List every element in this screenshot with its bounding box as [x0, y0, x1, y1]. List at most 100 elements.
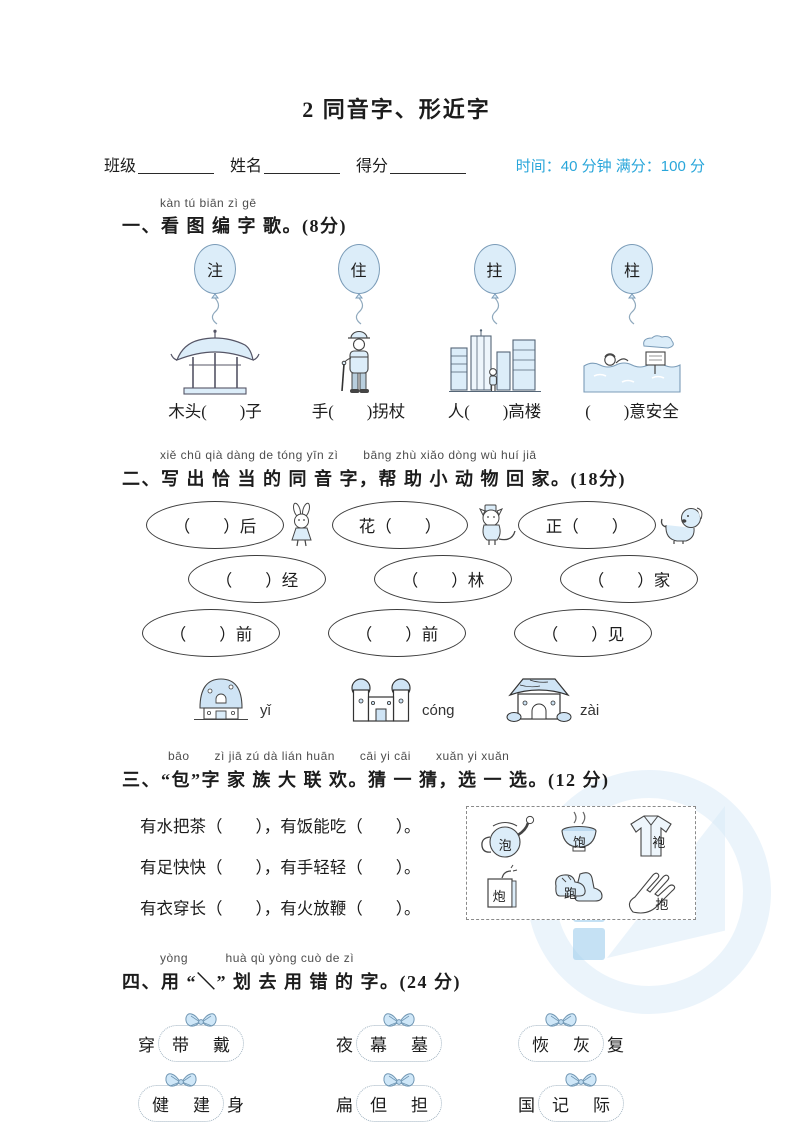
fixed-character: 国 [518, 1095, 535, 1115]
word-oval: 花（ ） [332, 501, 468, 549]
bow-icon [165, 1072, 197, 1087]
balloon: 柱 [611, 244, 653, 326]
fixed-character: 复 [607, 1035, 624, 1055]
choice-pair-oval: 带 戴 [158, 1012, 244, 1062]
section3-pinyin: bāo zì jiā zú dà lián huān cāi yi cāi xu… [168, 749, 510, 763]
word-oval: （ ）前 [328, 609, 466, 657]
bow-icon [383, 1012, 415, 1027]
balloon: 注 [194, 244, 236, 326]
hand-icon: 抱 [623, 864, 685, 916]
word-oval-cell: （ ）前 [328, 609, 514, 657]
word-oval-cell: （ ）经 [188, 555, 374, 603]
section2-row2: （ ）经 （ ）林 （ ）家 [188, 553, 793, 605]
candidate-character: 健 [152, 1095, 169, 1115]
choice-item: 恢 灰 复 [518, 1008, 718, 1062]
choice-item: 国 记 际 [518, 1068, 718, 1122]
choice-character: 跑 [563, 886, 577, 901]
fixed-character: 夜 [336, 1035, 353, 1055]
cat-icon [470, 503, 518, 547]
section1-grid: 注 住 拄 柱 [140, 244, 793, 422]
fixed-character: 身 [227, 1095, 244, 1115]
candidate-character: 担 [411, 1095, 428, 1115]
word-oval: （ ）见 [514, 609, 652, 657]
house-cell: yǐ [190, 671, 348, 725]
castle-icon [348, 673, 414, 725]
riddle-line: 有水把茶（ ），有饭能吃（ ）。 [140, 817, 421, 836]
choice-item: 穿 带 戴 [138, 1008, 336, 1062]
firecracker-icon: 炮 [477, 864, 539, 916]
candidate-character: 记 [552, 1095, 569, 1115]
bow-icon [565, 1072, 597, 1087]
choice-pair-oval: 但 担 [356, 1072, 442, 1122]
candidate-character: 但 [370, 1095, 387, 1115]
section4-heading: 四、用 “＼” 划 去 用 错 的 字。(24 分) [122, 972, 461, 992]
balloon-string-icon [490, 294, 499, 325]
choice-character: 饱 [572, 835, 586, 850]
page-title: 2 同音字、形近字 [302, 97, 491, 122]
choice-item: 健 建 身 [138, 1068, 336, 1122]
steaming-bowl-icon: 饱 [550, 810, 612, 862]
meta-row: 班级 姓名 得分 时间：40 分钟 满分：100 分 [104, 152, 705, 176]
picture-caption: ( )意安全 [585, 402, 679, 421]
bow-icon [185, 1012, 217, 1027]
balloon-string-icon [211, 294, 220, 325]
score-label: 得分 [356, 158, 389, 175]
name-label: 姓名 [230, 158, 263, 175]
word-oval-cell: （ ）前 [142, 609, 328, 657]
balloon-character: 柱 [611, 244, 653, 294]
choices-box: 泡 饱 袍 [466, 806, 696, 920]
riddle-line: 有衣穿长（ ），有火放鞭（ ）。 [140, 899, 421, 918]
dog-icon [658, 505, 704, 545]
name-blank [264, 158, 341, 174]
riddle-lines: 有水把茶（ ），有饭能吃（ ）。 有足快快（ ），有手轻轻（ ）。 有衣穿长（ … [140, 806, 466, 929]
word-oval-cell: （ ）见 [514, 609, 700, 657]
score-blank [390, 158, 467, 174]
candidate-character: 墓 [411, 1035, 428, 1055]
balloon-string-icon [354, 294, 363, 325]
house-pinyin: zài [580, 702, 600, 719]
candidate-character: 灰 [573, 1035, 590, 1055]
swimmer-illustration-icon [582, 334, 682, 396]
choice-item: 夜 幕 墓 [336, 1008, 518, 1062]
bow-icon [545, 1012, 577, 1027]
choice-pair-oval: 恢 灰 [518, 1012, 604, 1062]
house-cell: zài [506, 671, 664, 725]
balloon-character: 住 [337, 244, 380, 294]
word-oval: （ ）林 [374, 555, 512, 603]
choice-character: 炮 [492, 889, 506, 904]
balloon: 住 [337, 244, 380, 326]
rabbit-icon [286, 502, 318, 548]
dome-house-icon [190, 671, 252, 725]
picture-caption: 人( )高楼 [447, 402, 542, 421]
word-oval-cell: （ ）林 [374, 555, 560, 603]
house-pinyin: yǐ [260, 702, 271, 719]
candidate-character: 际 [593, 1095, 610, 1115]
choice-pair-oval: 幕 墓 [356, 1012, 442, 1062]
word-oval-cell: （ ）家 [560, 555, 746, 603]
section2-houses: yǐ cóng [190, 671, 793, 725]
shoes-icon: 跑 [550, 864, 612, 916]
pavilion-illustration-icon [169, 328, 261, 396]
word-oval: 正（ ） [518, 501, 656, 549]
picture-caption: 木头( )子 [168, 402, 262, 421]
choice-pair-oval: 记 际 [538, 1072, 624, 1122]
fixed-character: 穿 [138, 1035, 155, 1055]
fixed-character: 扁 [336, 1095, 353, 1115]
bow-icon [383, 1072, 415, 1087]
time-score-info: 时间：40 分钟 满分：100 分 [515, 158, 705, 175]
candidate-character: 幕 [370, 1035, 387, 1055]
house-pinyin: cóng [422, 702, 455, 719]
class-label: 班级 [104, 158, 137, 175]
student-info: 班级 姓名 得分 [104, 152, 482, 176]
balloon-character: 注 [194, 244, 236, 294]
choice-character: 抱 [655, 897, 669, 912]
choice-pair-oval: 健 建 [138, 1072, 224, 1122]
candidate-character: 建 [193, 1095, 210, 1115]
section2-pinyin: xiě chū qià dàng de tóng yīn zì bāng zhù… [160, 448, 537, 462]
section1-pinyin: kàn tú biān zì gē [160, 196, 257, 210]
class-blank [138, 158, 215, 174]
candidate-character: 恢 [532, 1035, 549, 1055]
highrise-illustration-icon [447, 328, 543, 396]
section4-pinyin: yòng huà qù yòng cuò de zì [160, 951, 355, 965]
